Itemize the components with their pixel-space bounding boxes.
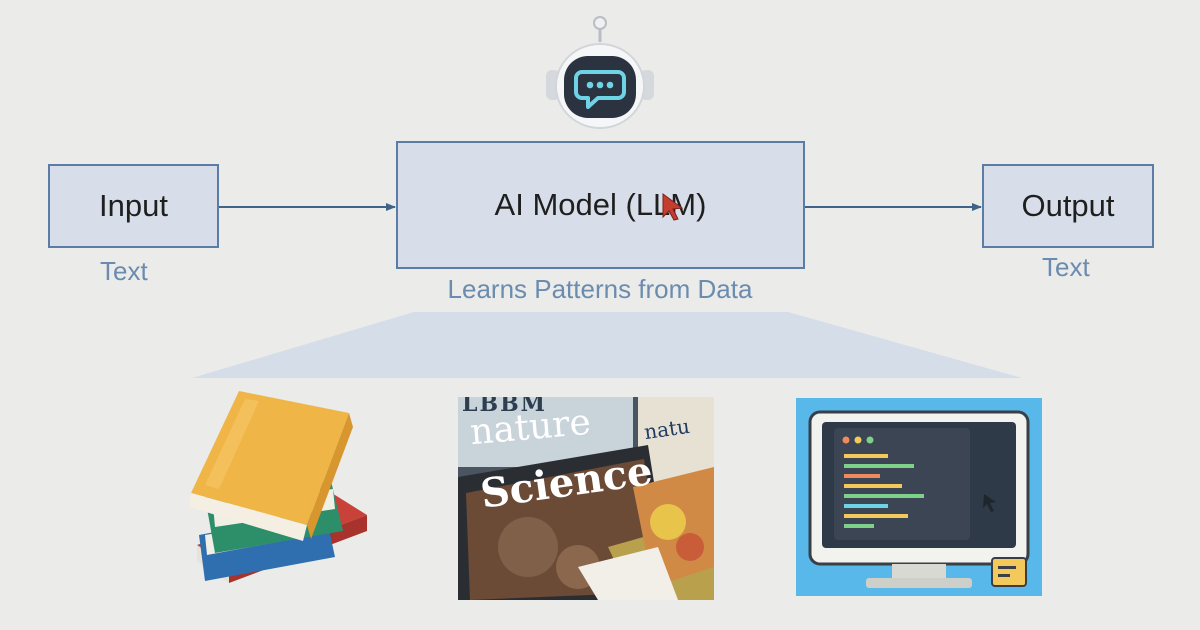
output-label: Output [1021, 188, 1114, 224]
input-box: Input [48, 164, 219, 248]
model-box: AI Model (LLM) [396, 141, 805, 269]
output-box: Output [982, 164, 1154, 248]
input-label: Input [99, 188, 168, 224]
data-sources-fan [0, 300, 1200, 390]
journals-photo: LBBM nature Science natu [458, 397, 714, 600]
output-caption: Text [1042, 252, 1090, 283]
computer-code-icon [796, 398, 1042, 596]
mouse-cursor-icon [660, 192, 686, 222]
books-icon [185, 385, 375, 610]
